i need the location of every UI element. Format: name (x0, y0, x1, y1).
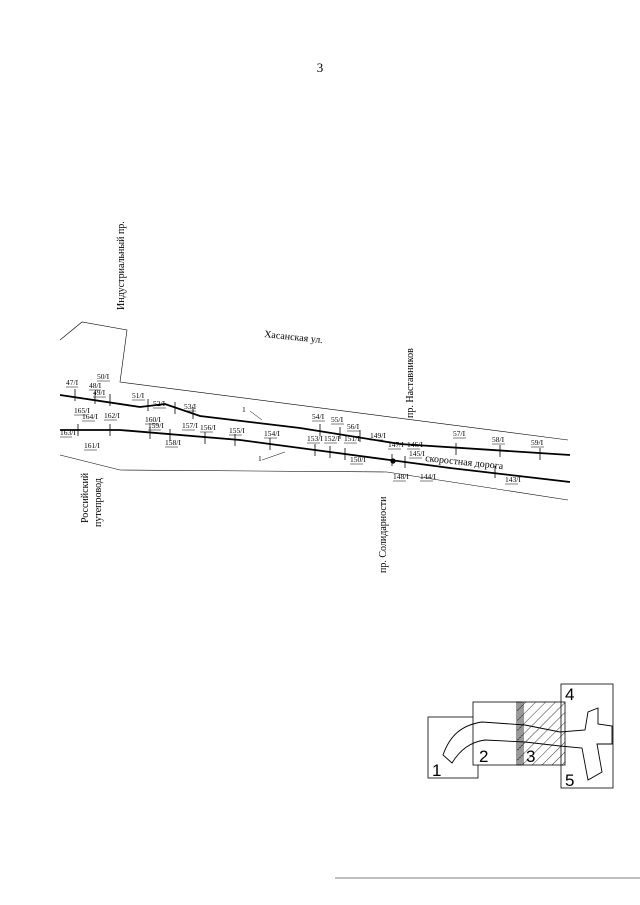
street-khasanskaya: Хасанская ул. (264, 329, 324, 346)
upper-boundary-line (59, 321, 569, 441)
label-161: 161/I (84, 441, 100, 450)
label-155: 155/I (229, 426, 245, 435)
key-cell-3-hatched (516, 701, 566, 766)
key-number-2: 2 (479, 747, 488, 766)
lower-boundary-line (59, 454, 569, 501)
key-number-4: 4 (565, 685, 574, 704)
key-number-3: 3 (526, 747, 535, 766)
label-54: 54/I (312, 412, 325, 421)
label-150: 150/I (350, 455, 366, 464)
label-leaders (60, 380, 544, 485)
label-56: 56/I (347, 422, 360, 431)
key-cell-4-5 (560, 683, 614, 789)
street-puteprovod: путепровод (93, 478, 104, 527)
label-48: 48/I (89, 381, 102, 390)
label-162: 162/I (104, 411, 120, 420)
street-nastavnikov: пр. Наставников (405, 348, 416, 418)
label-145: 145/I (409, 449, 425, 458)
label-164: 164/I (82, 412, 98, 421)
lower-route-labels: 165/I 164/I 163/I 162/I 161/I 160/I 159/… (60, 406, 521, 484)
key-number-5: 5 (565, 771, 574, 790)
label-148: 148/I (393, 472, 409, 481)
upper-route-labels: 47/I 48/I 49/I 50/I 51/I 52/I 53/I 54/I … (66, 372, 544, 447)
boundary-lines (59, 321, 569, 501)
street-rossiysky: Российский (80, 472, 91, 523)
street-industrialny: Индустриальный пр. (116, 221, 127, 310)
label-55: 55/I (331, 415, 344, 424)
label-160: 160/I (145, 415, 161, 424)
label-151: 151/I (344, 434, 360, 443)
label-153: 153/I (307, 434, 323, 443)
label-144: 144/I (420, 472, 436, 481)
label-152: 152/I (324, 434, 340, 443)
route-junction-dot (390, 458, 396, 464)
route-ticks (74, 389, 541, 478)
key-map: 1 2 3 4 5 (427, 683, 614, 790)
line-marker-lower: 1 (258, 454, 262, 463)
label-156: 156/I (200, 423, 216, 432)
key-route-shape (442, 707, 613, 781)
label-154: 154/I (264, 429, 280, 438)
label-52: 52/I (153, 399, 166, 408)
key-number-1: 1 (432, 761, 441, 780)
label-163: 163/I (60, 428, 76, 437)
label-53: 53/I (184, 402, 197, 411)
line-marker-upper: 1 (242, 405, 246, 414)
label-158: 158/I (165, 438, 181, 447)
label-149: 149/I (370, 431, 386, 440)
label-51: 51/I (132, 391, 145, 400)
label-47: 47/I (66, 378, 79, 387)
street-solidarnosti: пр. Солидарности (378, 496, 389, 573)
label-147: 147/I (388, 440, 404, 449)
label-143: 143/I (505, 475, 521, 484)
label-157: 157/I (182, 421, 198, 430)
label-57: 57/I (453, 429, 466, 438)
label-165: 165/I (74, 406, 90, 415)
label-49: 49/I (93, 388, 106, 397)
label-159: 159/I (148, 421, 164, 430)
page-number: 3 (317, 60, 324, 75)
key-cell-1 (427, 716, 479, 779)
key-cell-2 (472, 701, 522, 766)
label-58: 58/I (492, 435, 505, 444)
label-59: 59/I (531, 438, 544, 447)
label-50: 50/I (97, 372, 110, 381)
label-146: 146/I (407, 440, 423, 449)
upper-route-line (59, 394, 571, 456)
